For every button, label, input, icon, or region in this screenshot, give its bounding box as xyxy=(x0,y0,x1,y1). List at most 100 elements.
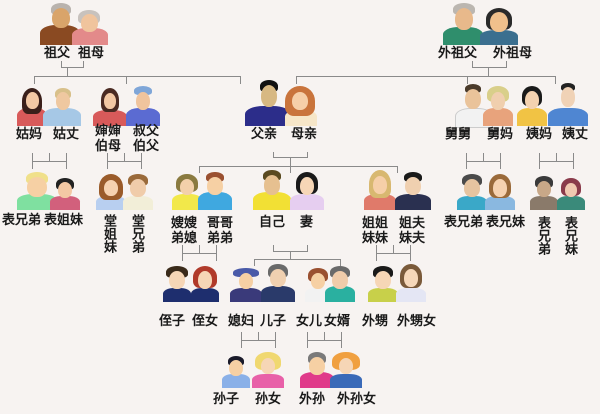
label-maternal-aunt: 姨妈 xyxy=(526,127,553,142)
connector-line xyxy=(126,76,127,84)
paternal-uncle-figure xyxy=(126,86,160,126)
label-paternal-aunt: 姑妈 xyxy=(16,127,43,142)
maternal-aunt-cousin-female-figure xyxy=(557,178,585,210)
label-grandfather: 祖父 xyxy=(44,46,71,61)
connector-line xyxy=(199,166,398,167)
label-daughter-grandson: 外孙 xyxy=(299,392,326,407)
connector-line xyxy=(83,61,84,68)
label-daughter: 女儿 xyxy=(296,314,323,329)
paternal-uncle-wife-figure xyxy=(93,88,127,126)
label-daughter-granddaughter: 外孙女 xyxy=(337,392,377,407)
label-cousin-female: 表姐妹 xyxy=(44,213,84,228)
label-sister-niece: 外甥女 xyxy=(397,314,437,329)
label-cousin-male: 表兄弟 xyxy=(2,213,42,228)
grandfather-figure xyxy=(40,3,80,45)
daughter-in-law-figure xyxy=(230,268,262,302)
connector-line xyxy=(240,76,241,84)
maternal-aunt-cousin-male-figure xyxy=(530,176,558,210)
label-maternal-aunt-husband: 姨丈 xyxy=(562,127,589,142)
mother-figure xyxy=(283,86,319,126)
cousin-female-figure xyxy=(50,178,80,210)
label-sister-in-law: 嫂嫂 弟媳 xyxy=(171,216,198,246)
label-sister: 姐姐 妹妹 xyxy=(362,216,389,246)
label-brother: 哥哥 弟弟 xyxy=(207,216,234,246)
maternal-uncle-wife-figure xyxy=(483,86,513,126)
connector-line xyxy=(296,76,556,77)
connector-line xyxy=(273,152,274,158)
connector-line xyxy=(199,166,200,173)
maternal-aunt-husband-figure xyxy=(548,83,588,126)
label-wife: 妻 xyxy=(300,215,314,230)
connector-line xyxy=(488,67,489,76)
label-sister-nephew: 外甥 xyxy=(362,314,389,329)
daughter-figure xyxy=(305,268,331,302)
connector-line xyxy=(555,76,556,84)
cousin-male-figure xyxy=(17,172,57,210)
label-maternal-cousin-male: 表兄弟 xyxy=(444,215,484,230)
connector-line xyxy=(290,157,291,167)
label-maternal-aunt-cousin-female: 表兄妹 xyxy=(562,216,577,255)
label-tang-cousin-male: 堂兄弟 xyxy=(129,214,144,253)
brother-figure xyxy=(198,172,232,210)
cousin-tang-male-figure xyxy=(123,174,153,210)
brother-in-law-figure xyxy=(395,172,431,210)
label-son-in-law: 女婿 xyxy=(324,314,351,329)
son-figure xyxy=(261,264,295,302)
maternal-grandmother-figure xyxy=(480,8,518,45)
label-maternal-uncle: 舅舅 xyxy=(445,127,472,142)
label-father: 父亲 xyxy=(251,127,278,142)
father-figure xyxy=(245,80,291,126)
grandson-figure xyxy=(222,354,250,388)
connector-line xyxy=(506,61,507,68)
granddaughter-figure xyxy=(252,352,284,388)
connector-line xyxy=(296,76,297,84)
maternal-cousin-male-figure xyxy=(457,174,487,210)
paternal-aunt-husband-figure xyxy=(43,88,81,126)
connector-line xyxy=(34,76,241,77)
label-paternal-aunt-husband: 姑丈 xyxy=(53,127,80,142)
sister-nephew-figure xyxy=(368,266,398,302)
connector-line xyxy=(290,166,291,173)
label-maternal-uncle-wife: 舅妈 xyxy=(487,127,514,142)
label-maternal-grandmother: 外祖母 xyxy=(493,46,533,61)
nephew-figure xyxy=(163,266,191,302)
label-mother: 母亲 xyxy=(291,127,318,142)
label-self: 自己 xyxy=(259,215,286,230)
connector-line xyxy=(67,67,68,76)
label-paternal-uncle: 叔父 伯父 xyxy=(133,124,160,154)
label-paternal-uncle-wife: 婶婶 伯母 xyxy=(95,124,122,154)
maternal-cousin-female-figure xyxy=(485,174,515,210)
connector-line xyxy=(61,61,62,68)
label-maternal-cousin-female: 表兄妹 xyxy=(486,215,526,230)
sister-in-law-figure xyxy=(172,174,202,210)
self-figure xyxy=(253,170,291,210)
sister-figure xyxy=(364,170,396,210)
daughter-grandson-figure xyxy=(300,352,334,388)
label-grandmother: 祖母 xyxy=(78,46,105,61)
maternal-aunt-figure xyxy=(517,86,547,126)
label-nephew: 侄子 xyxy=(159,314,186,329)
label-sister-husband: 姐夫 妹夫 xyxy=(399,216,426,246)
label-niece: 侄女 xyxy=(192,314,219,329)
paternal-aunt-figure xyxy=(17,88,47,126)
connector-line xyxy=(472,67,507,68)
daughter-granddaughter-figure xyxy=(330,352,362,388)
connector-line xyxy=(307,152,308,158)
connector-line xyxy=(472,61,473,68)
cousin-tang-female-figure xyxy=(96,174,126,210)
label-granddaughter: 孙女 xyxy=(255,392,282,407)
connector-line xyxy=(467,76,468,84)
niece-figure xyxy=(191,266,219,302)
label-son: 儿子 xyxy=(260,314,287,329)
label-grandson: 孙子 xyxy=(213,392,240,407)
label-tang-cousin-female: 堂姐妹 xyxy=(101,214,116,253)
connector-line xyxy=(34,76,35,84)
son-in-law-figure xyxy=(325,266,355,302)
grandmother-figure xyxy=(70,10,110,45)
connector-line xyxy=(61,67,84,68)
connector-line xyxy=(397,166,398,173)
maternal-grandfather-figure xyxy=(443,3,483,45)
wife-figure xyxy=(290,172,324,210)
label-daughter-in-law: 媳妇 xyxy=(228,314,255,329)
